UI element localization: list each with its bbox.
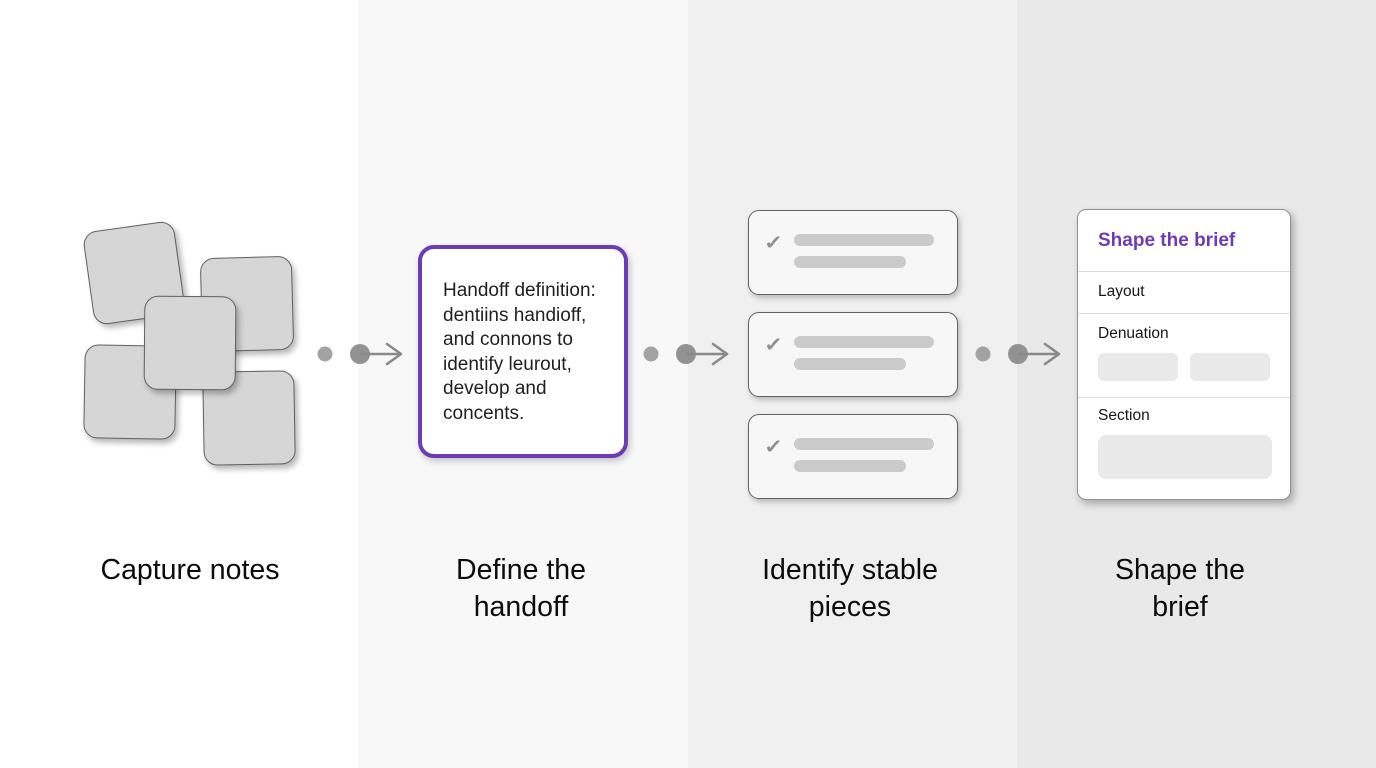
placeholder-bar <box>794 460 907 472</box>
checklist-card: ✓ <box>748 414 958 499</box>
step-caption-shape-brief: Shape the brief <box>1115 554 1245 623</box>
placeholder-chips <box>1098 353 1270 381</box>
brief-section-label: Denuation <box>1098 325 1169 342</box>
checklist-card: ✓ <box>748 312 958 397</box>
handoff-text-line: and connons to <box>443 329 573 350</box>
handoff-text-line: concents. <box>443 402 525 424</box>
placeholder-block <box>1098 435 1272 479</box>
placeholder-chip <box>1190 353 1270 381</box>
handoff-text-line: dentiins handioff, <box>443 304 587 326</box>
placeholder-chip <box>1098 353 1178 381</box>
handoff-text-line: develop and <box>443 378 547 399</box>
handoff-text-line: Handoff definition: <box>443 280 596 301</box>
check-icon: ✓ <box>764 434 784 458</box>
placeholder-bars <box>794 234 935 268</box>
brief-section-section: Section <box>1078 398 1290 479</box>
handoff-text-line: identify leurout, <box>443 353 572 375</box>
placeholder-bars <box>794 336 935 370</box>
flow-arrow-icon <box>317 342 403 366</box>
step-caption-identify-pieces: Identify stable pieces <box>762 554 938 623</box>
brief-panel-title: Shape the brief <box>1078 210 1290 272</box>
brief-panel: Shape the brief Layout Denuation Section <box>1077 209 1291 500</box>
check-icon: ✓ <box>764 332 784 356</box>
flow-arrow-icon <box>975 342 1061 366</box>
placeholder-bar <box>794 438 935 450</box>
step-caption-define-handoff: Define the handoff <box>456 554 586 623</box>
brief-section-label: Section <box>1098 407 1150 424</box>
placeholder-bar <box>794 234 935 246</box>
sticky-note <box>143 295 237 391</box>
flow-arrow-icon <box>643 342 729 366</box>
placeholder-bar <box>794 358 907 370</box>
placeholder-bars <box>794 438 935 472</box>
brief-section-layout: Layout <box>1078 272 1290 314</box>
brief-section-denuation: Denuation <box>1078 314 1290 398</box>
step-caption-capture-notes: Capture notes <box>100 554 280 586</box>
checklist-card: ✓ <box>748 210 958 295</box>
handoff-definition-card: Handoff definition: dentiins handioff, a… <box>418 245 628 458</box>
placeholder-bar <box>794 336 935 348</box>
placeholder-bar <box>794 256 907 268</box>
check-icon: ✓ <box>764 230 784 254</box>
